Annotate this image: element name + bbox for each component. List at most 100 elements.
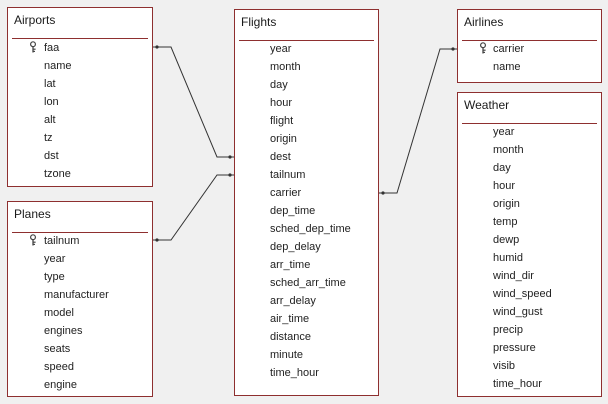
field-row[interactable]: pressure: [458, 339, 601, 357]
field-row[interactable]: tailnum: [8, 232, 152, 250]
field-row[interactable]: type: [8, 268, 152, 286]
field-row[interactable]: time_hour: [235, 364, 378, 382]
field-row[interactable]: manufacturer: [8, 286, 152, 304]
field-row[interactable]: month: [235, 58, 378, 76]
field-row[interactable]: origin: [235, 130, 378, 148]
field-row[interactable]: wind_dir: [458, 267, 601, 285]
field-row[interactable]: precip: [458, 321, 601, 339]
field-name: hour: [270, 97, 293, 109]
field-row[interactable]: arr_delay: [235, 292, 378, 310]
field-row[interactable]: name: [8, 57, 152, 75]
field-row[interactable]: air_time: [235, 310, 378, 328]
field-row[interactable]: dep_time: [235, 202, 378, 220]
field-row[interactable]: faa: [8, 39, 152, 57]
field-name: day: [270, 79, 288, 91]
field-name: dewp: [493, 234, 520, 246]
field-name: name: [44, 60, 72, 72]
field-row[interactable]: dst: [8, 147, 152, 165]
field-row[interactable]: model: [8, 304, 152, 322]
field-row[interactable]: origin: [458, 195, 601, 213]
table-title-planes: Planes: [14, 207, 51, 221]
field-row[interactable]: hour: [458, 177, 601, 195]
relationship-endpoint: [228, 155, 232, 159]
field-name: air_time: [270, 313, 310, 325]
field-row[interactable]: sched_arr_time: [235, 274, 378, 292]
field-name: manufacturer: [44, 289, 109, 301]
field-name: seats: [44, 343, 71, 355]
field-row[interactable]: sched_dep_time: [235, 220, 378, 238]
primary-key-icon: [28, 234, 38, 246]
field-name: wind_speed: [493, 288, 552, 300]
field-name: distance: [270, 331, 311, 343]
field-row[interactable]: arr_time: [235, 256, 378, 274]
field-row[interactable]: dewp: [458, 231, 601, 249]
field-name: origin: [493, 198, 520, 210]
field-row[interactable]: year: [458, 123, 601, 141]
field-row[interactable]: temp: [458, 213, 601, 231]
field-name: wind_gust: [493, 306, 543, 318]
field-name: arr_delay: [270, 295, 316, 307]
field-row[interactable]: seats: [8, 340, 152, 358]
field-row[interactable]: tzone: [8, 165, 152, 183]
field-name: dep_delay: [270, 241, 321, 253]
field-row[interactable]: engine: [8, 376, 152, 394]
field-name: visib: [493, 360, 516, 372]
field-row[interactable]: time_hour: [458, 375, 601, 393]
field-row[interactable]: day: [235, 76, 378, 94]
title-divider: [462, 123, 597, 124]
field-row[interactable]: tz: [8, 129, 152, 147]
table-weather[interactable]: Weather year month day hour origin temp dewp hu…: [457, 92, 602, 397]
field-row[interactable]: humid: [458, 249, 601, 267]
field-row[interactable]: visib: [458, 357, 601, 375]
field-name: tz: [44, 132, 53, 144]
field-name: lat: [44, 78, 56, 90]
table-title-flights: Flights: [241, 15, 277, 29]
table-title-airlines: Airlines: [464, 15, 504, 29]
field-row[interactable]: wind_speed: [458, 285, 601, 303]
field-row[interactable]: speed: [8, 358, 152, 376]
field-name: flight: [270, 115, 294, 127]
field-row[interactable]: dest: [235, 148, 378, 166]
field-name: month: [270, 61, 301, 73]
field-row[interactable]: wind_gust: [458, 303, 601, 321]
relationship-airports-flights: [153, 46, 234, 158]
field-name: year: [493, 126, 515, 138]
field-name: model: [44, 307, 74, 319]
relationship-endpoint: [451, 47, 455, 51]
field-name: precip: [493, 324, 523, 336]
field-row[interactable]: distance: [235, 328, 378, 346]
table-title-weather: Weather: [464, 98, 510, 112]
title-divider: [12, 232, 148, 233]
field-row[interactable]: hour: [235, 94, 378, 112]
field-row[interactable]: alt: [8, 111, 152, 129]
field-name: alt: [44, 114, 56, 126]
field-name: day: [493, 162, 511, 174]
field-row[interactable]: dep_delay: [235, 238, 378, 256]
field-row[interactable]: carrier: [235, 184, 378, 202]
table-title-airports: Airports: [14, 13, 56, 27]
field-row[interactable]: lat: [8, 75, 152, 93]
field-name: sched_arr_time: [270, 277, 346, 289]
field-row[interactable]: engines: [8, 322, 152, 340]
field-row[interactable]: year: [235, 40, 378, 58]
field-name: type: [44, 271, 65, 283]
field-row[interactable]: carrier: [458, 40, 601, 58]
field-name: speed: [44, 361, 74, 373]
field-row[interactable]: tailnum: [235, 166, 378, 184]
field-row[interactable]: minute: [235, 346, 378, 364]
field-row[interactable]: flight: [235, 112, 378, 130]
field-row[interactable]: name: [458, 58, 601, 76]
field-row[interactable]: day: [458, 159, 601, 177]
field-name: engines: [44, 325, 83, 337]
field-row[interactable]: lon: [8, 93, 152, 111]
field-row[interactable]: month: [458, 141, 601, 159]
field-row[interactable]: year: [8, 250, 152, 268]
